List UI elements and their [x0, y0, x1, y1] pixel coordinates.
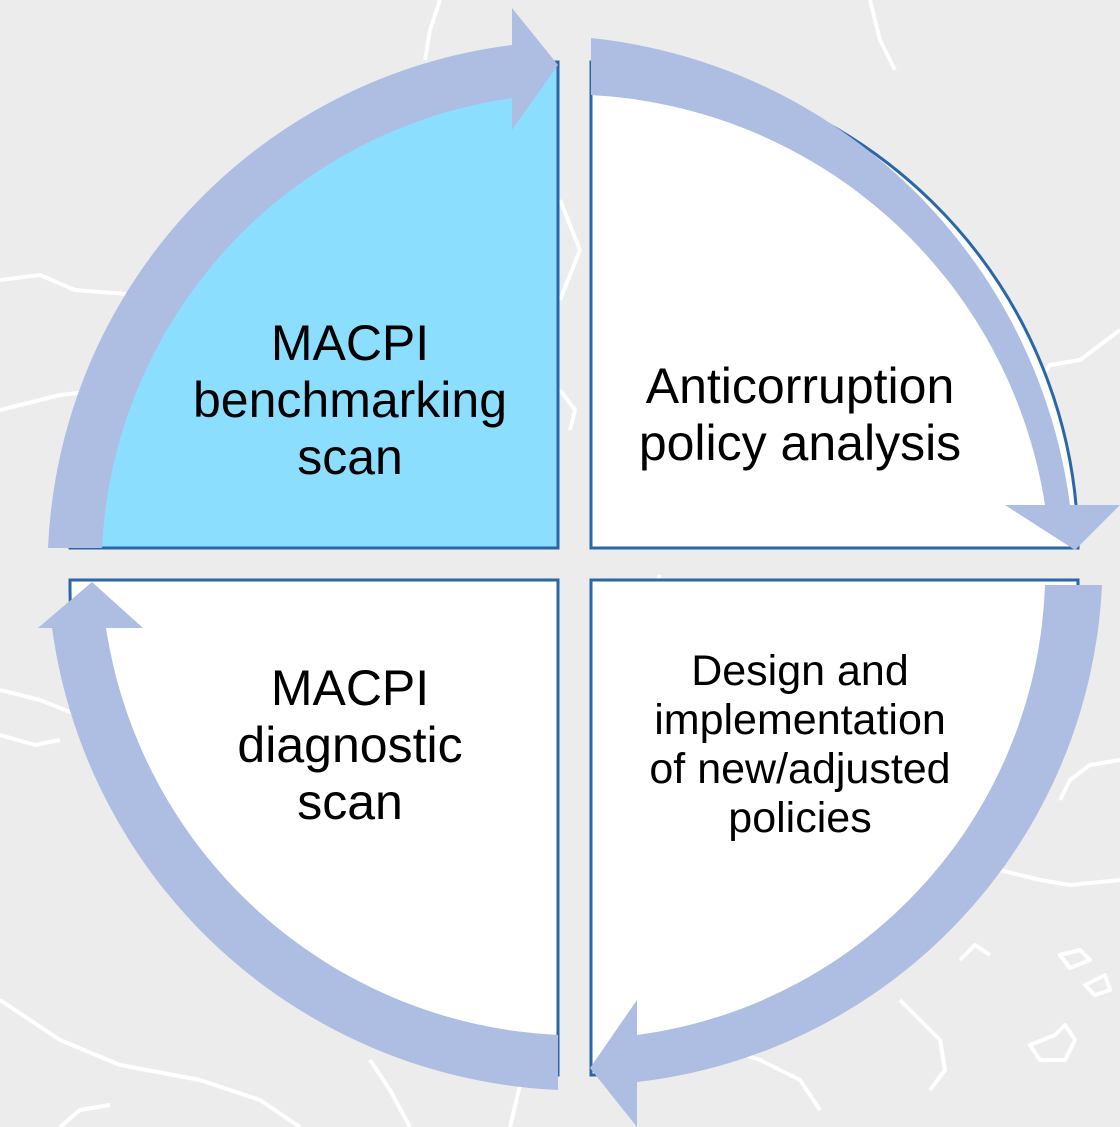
arrow-top-left — [48, 8, 558, 548]
label-anticorruption-policy-analysis: Anticorruption policy analysis — [638, 358, 962, 471]
label-macpi-benchmarking-scan: MACPI benchmarking scan — [192, 314, 508, 485]
arrow-bottom-right — [590, 585, 1102, 1127]
arrow-top-right — [591, 38, 1120, 550]
arrow-bottom-left — [38, 582, 558, 1090]
label-design-and-implementation: Design and implementation of new/adjuste… — [649, 647, 951, 842]
label-macpi-diagnostic-scan: MACPI diagnostic scan — [237, 659, 463, 830]
